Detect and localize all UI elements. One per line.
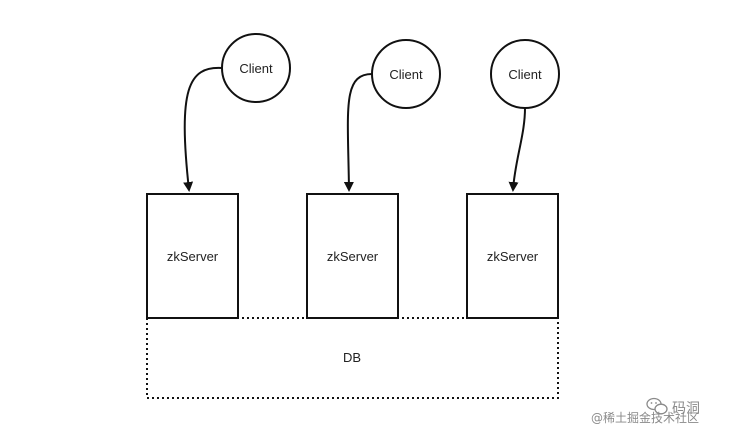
watermark-line-2: @稀土掘金技术社区 [591,410,699,425]
connector-arrow-2 [343,73,373,192]
connector-arrow-1 [183,66,223,192]
server-label: zkServer [487,249,539,264]
db-label: DB [343,350,361,365]
server-node-1: zkServer [146,193,239,319]
client-label: Client [508,67,542,82]
server-label: zkServer [327,249,379,264]
server-label: zkServer [167,249,219,264]
client-node-3: Client [490,39,560,109]
server-box [146,193,239,319]
wechat-icon [646,397,668,415]
connector-arrow-3 [508,107,526,192]
server-node-2: zkServer [306,193,399,319]
watermark-line-1: 码洞 [672,401,700,417]
client-node-1: Client [221,33,291,103]
server-box [466,193,559,319]
server-node-3: zkServer [466,193,559,319]
server-box [306,193,399,319]
watermark: 码洞 @稀土掘金技术社区 [591,397,700,425]
client-label: Client [239,61,273,76]
client-label: Client [389,67,423,82]
client-node-2: Client [371,39,441,109]
db-box [146,317,559,399]
db-node: DB [146,317,559,399]
